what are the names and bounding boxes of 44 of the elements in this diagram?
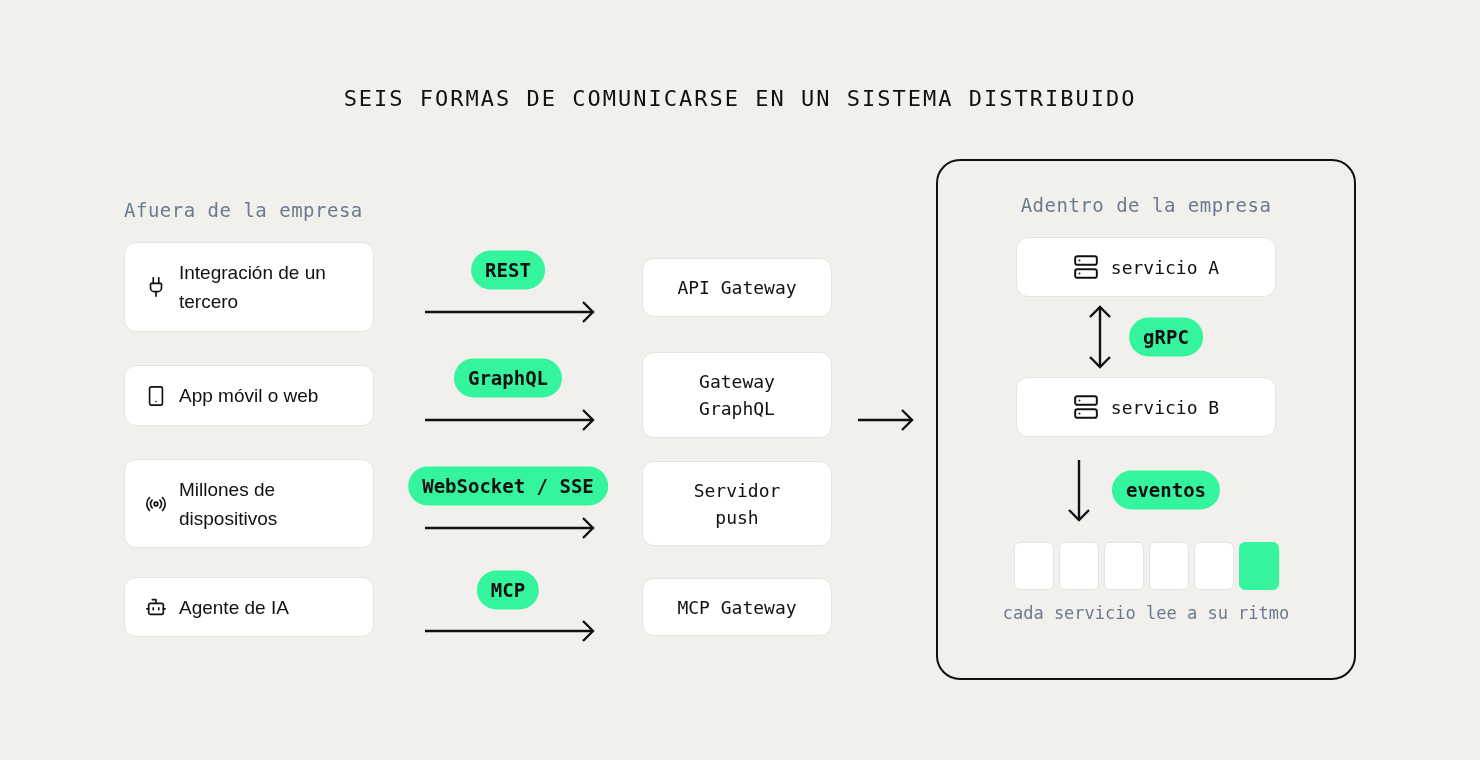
arrow: [425, 300, 595, 324]
group-heading: Adentro de la empresa: [1019, 193, 1273, 218]
arrow: [425, 619, 595, 643]
edge-label: eventos: [1111, 470, 1221, 510]
client-box: [124, 577, 374, 637]
gateway-box: [642, 258, 832, 317]
queue-cell-highlighted: [1239, 542, 1279, 590]
gateway-box: [642, 352, 832, 438]
arrow: [1088, 305, 1112, 369]
node-label: Millones de dispositivos: [179, 477, 279, 531]
edge-label: REST: [471, 250, 545, 290]
edge-label: WebSocket / SSE: [408, 466, 608, 506]
node-label: Agente de IA: [179, 595, 289, 620]
group-heading: Afuera de la empresa: [124, 198, 363, 223]
node-label: servicio B: [1110, 395, 1220, 420]
client-box: [124, 242, 374, 332]
arrow: [425, 516, 595, 540]
node-label: Servidor push: [692, 478, 782, 530]
edge-label: MCP: [476, 570, 540, 610]
node-label: MCP Gateway: [677, 595, 797, 620]
node-label: Integración de un tercero: [179, 261, 327, 314]
queue-cell: [1104, 542, 1144, 590]
queue-cell: [1059, 542, 1099, 590]
arrow: [858, 408, 914, 432]
node-label: servicio A: [1110, 255, 1220, 280]
arrow: [1067, 460, 1091, 522]
node-label: Gateway GraphQL: [698, 370, 776, 421]
gateway-box: [642, 578, 832, 636]
caption: cada servicio lee a su ritmo: [1001, 602, 1291, 625]
queue-cell: [1194, 542, 1234, 590]
client-box: [124, 365, 374, 426]
edge-label: GraphQL: [453, 358, 563, 398]
diagram-title: SEIS FORMAS DE COMUNICARSE EN UN SISTEMA DISTRIBUIDO: [342, 85, 1138, 113]
node-label: App móvil o web: [179, 384, 319, 408]
gateway-box: [642, 461, 832, 546]
arrow: [425, 408, 595, 432]
client-box: [124, 459, 374, 548]
service-box: [1016, 237, 1276, 297]
queue-cell: [1014, 542, 1054, 590]
node-label: API Gateway: [677, 276, 797, 300]
service-box: [1016, 377, 1276, 437]
edge-label: gRPC: [1129, 317, 1203, 357]
company-boundary: [936, 159, 1356, 680]
queue-cell: [1149, 542, 1189, 590]
